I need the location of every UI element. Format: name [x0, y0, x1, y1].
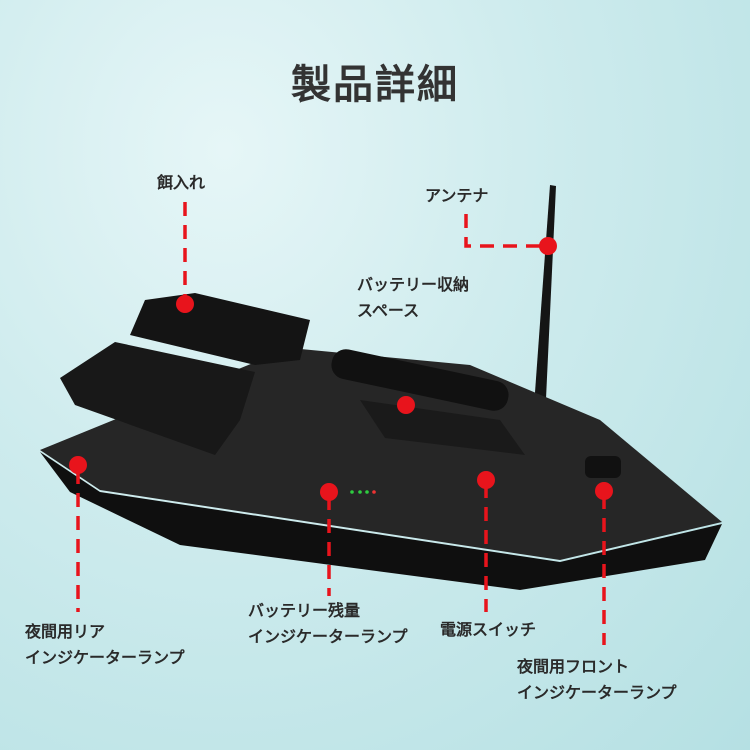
rear-lamp-label: 夜間用リア インジケーターランプ: [25, 619, 185, 671]
rear-lamp-marker: [69, 456, 87, 474]
label-line: 夜間用リア: [25, 622, 106, 641]
label-line: インジケーターランプ: [25, 648, 185, 667]
boat-hull: [40, 452, 722, 590]
label-line: スペース: [357, 301, 420, 320]
power-switch-label: 電源スイッチ: [440, 620, 537, 639]
antenna-leader-line: [464, 214, 545, 248]
battery-cover: [331, 349, 509, 411]
bait-box-front: [60, 342, 255, 455]
bait-marker: [176, 295, 194, 313]
battery-space-label: バッテリー収納 スペース: [357, 272, 469, 324]
front-lamp-marker: [595, 482, 613, 500]
bait-label: 餌入れ: [157, 173, 206, 192]
front-lamp-label: 夜間用フロント インジケーターランプ: [517, 654, 677, 706]
battery-lamp-marker: [320, 483, 338, 501]
label-line: バッテリー残量: [248, 601, 361, 620]
label-line: インジケーターランプ: [517, 683, 677, 702]
bait-box-rear: [130, 293, 310, 365]
label-line: バッテリー収納: [357, 275, 470, 294]
battery-space-marker: [397, 396, 415, 414]
page-title: 製品詳細: [291, 62, 459, 108]
antenna-marker: [539, 237, 557, 255]
power-switch-marker: [477, 471, 495, 489]
label-line: 夜間用フロント: [517, 657, 630, 676]
label-line: インジケーターランプ: [248, 627, 408, 646]
battery-lamp-label: バッテリー残量 インジケーターランプ: [248, 598, 408, 650]
antenna: [533, 185, 556, 420]
antenna-label: アンテナ: [425, 186, 489, 205]
